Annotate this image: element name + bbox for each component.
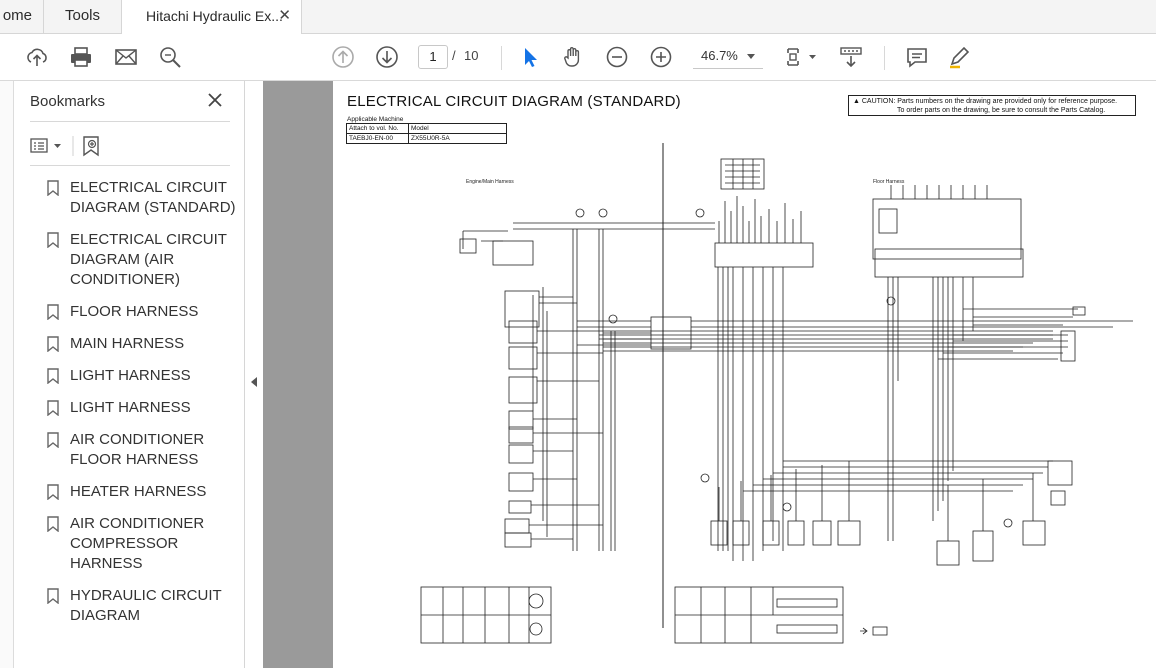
bookmark-icon — [47, 336, 59, 352]
bookmark-label: MAIN HARNESS — [70, 335, 185, 352]
add-bookmark-icon[interactable] — [83, 136, 99, 157]
comment-icon[interactable] — [904, 44, 930, 70]
zoom-in-icon[interactable] — [648, 44, 674, 70]
table-cell-model: ZX55U0R-5A — [408, 133, 507, 144]
prev-page-icon[interactable] — [330, 44, 356, 70]
hand-tool-icon[interactable] — [560, 44, 586, 70]
pdf-page: ELECTRICAL CIRCUIT DIAGRAM (STANDARD) ▲ … — [333, 81, 1156, 668]
bookmark-icon — [47, 232, 59, 248]
toolbar-divider — [501, 46, 502, 70]
next-page-icon[interactable] — [374, 44, 400, 70]
chevron-down-icon — [747, 54, 755, 59]
highlight-pen-icon[interactable] — [946, 44, 972, 70]
toolbar-divider — [884, 46, 885, 70]
bookmark-icon — [47, 432, 59, 448]
bookmark-label: AIR CONDITIONER COMPRESSOR HARNESS — [70, 515, 205, 572]
bookmark-icon — [47, 304, 59, 320]
bookmark-item[interactable]: AIR CONDITIONER FLOOR HARNESS — [15, 430, 245, 470]
bookmark-item[interactable]: MAIN HARNESS — [15, 334, 245, 354]
page-total: 10 — [464, 48, 479, 63]
applicable-machine-label: Applicable Machine — [347, 116, 404, 123]
collapse-arrow-icon — [251, 377, 257, 387]
bookmark-icon — [47, 588, 59, 604]
tab-bar: ome Tools Hitachi Hydraulic Ex... ✕ — [0, 0, 1156, 35]
page-title: ELECTRICAL CIRCUIT DIAGRAM (STANDARD) — [347, 93, 681, 110]
bookmark-icon — [47, 368, 59, 384]
bookmark-list: ELECTRICAL CIRCUIT DIAGRAM (STANDARD) ELE… — [15, 178, 245, 638]
select-cursor-icon[interactable] — [517, 44, 543, 70]
bookmark-icon — [47, 180, 59, 196]
caution-text-line2: To order parts on the drawing, be sure t… — [897, 107, 1106, 114]
page-fit-icon[interactable] — [783, 44, 819, 70]
bookmarks-panel: Bookmarks ELECTRICAL CIRCUIT DIAGR — [15, 81, 245, 668]
caution-text-line1: ▲ CAUTION: Parts numbers on the drawing … — [853, 98, 1118, 105]
zoom-out-icon[interactable] — [604, 44, 630, 70]
bookmark-label: LIGHT HARNESS — [70, 399, 191, 416]
tab-tools[interactable]: Tools — [44, 0, 122, 34]
document-viewport[interactable]: ELECTRICAL CIRCUIT DIAGRAM (STANDARD) ▲ … — [263, 81, 1156, 668]
close-tab-icon[interactable]: ✕ — [278, 7, 291, 24]
bookmark-icon — [47, 400, 59, 416]
bookmark-label: LIGHT HARNESS — [70, 367, 191, 384]
toolbar: 1 / 10 46.7% — [0, 34, 1156, 81]
bookmark-item[interactable]: FLOOR HARNESS — [15, 302, 245, 322]
tab-home-label: ome — [2, 7, 32, 24]
bookmark-label: FLOOR HARNESS — [70, 303, 199, 320]
tab-document[interactable]: Hitachi Hydraulic Ex... ✕ — [122, 0, 302, 35]
bookmark-item[interactable]: LIGHT HARNESS — [15, 398, 245, 418]
email-icon[interactable] — [113, 44, 139, 70]
bookmark-tools — [29, 133, 129, 159]
panel-divider — [30, 165, 230, 166]
panel-divider — [30, 121, 230, 122]
bookmark-icon — [47, 484, 59, 500]
tab-tools-label: Tools — [64, 7, 101, 24]
tab-home[interactable]: ome — [0, 0, 44, 34]
bookmark-label: ELECTRICAL CIRCUIT DIAGRAM (STANDARD) — [70, 179, 236, 216]
bookmark-label: HEATER HARNESS — [70, 483, 207, 500]
page-number-input[interactable]: 1 — [418, 45, 448, 69]
bookmark-item[interactable]: ELECTRICAL CIRCUIT DIAGRAM (AIR CONDITIO… — [15, 230, 245, 290]
bookmark-item[interactable]: AIR CONDITIONER COMPRESSOR HARNESS — [15, 514, 245, 574]
bookmark-item[interactable]: HEATER HARNESS — [15, 482, 245, 502]
bookmark-icon — [47, 516, 59, 532]
scroll-mode-icon[interactable] — [838, 44, 864, 70]
panel-collapse-handle[interactable] — [246, 81, 263, 668]
close-icon[interactable] — [206, 91, 224, 109]
bookmark-item[interactable]: ELECTRICAL CIRCUIT DIAGRAM (STANDARD) — [15, 178, 245, 218]
engine-harness-label: Engine/Main Harness — [466, 179, 514, 185]
upload-icon[interactable] — [24, 44, 50, 70]
bookmark-label: ELECTRICAL CIRCUIT DIAGRAM (AIR CONDITIO… — [70, 231, 227, 288]
zoom-level-value: 46.7% — [701, 48, 738, 63]
search-zoom-icon[interactable] — [157, 44, 183, 70]
page-separator: / — [452, 48, 456, 63]
tab-document-label: Hitachi Hydraulic Ex... — [146, 8, 283, 24]
caution-box: ▲ CAUTION: Parts numbers on the drawing … — [848, 95, 1136, 116]
bookmarks-title: Bookmarks — [30, 93, 106, 110]
options-list-icon[interactable] — [30, 138, 61, 153]
wiring-diagram: Engine/Main Harness Floor Harness — [420, 143, 1133, 644]
bookmark-item[interactable]: LIGHT HARNESS — [15, 366, 245, 386]
bookmark-label: HYDRAULIC CIRCUIT DIAGRAM — [70, 587, 222, 624]
floor-harness-label: Floor Harness — [873, 179, 905, 185]
bookmark-label: AIR CONDITIONER FLOOR HARNESS — [70, 431, 205, 468]
applicable-machine-table: Attach to vol. No. Model TAEBJ0-EN-00 ZX… — [346, 123, 507, 144]
zoom-level-select[interactable]: 46.7% — [693, 45, 763, 69]
navigation-rail — [0, 81, 14, 668]
bookmark-item[interactable]: HYDRAULIC CIRCUIT DIAGRAM — [15, 586, 245, 626]
print-icon[interactable] — [68, 44, 94, 70]
